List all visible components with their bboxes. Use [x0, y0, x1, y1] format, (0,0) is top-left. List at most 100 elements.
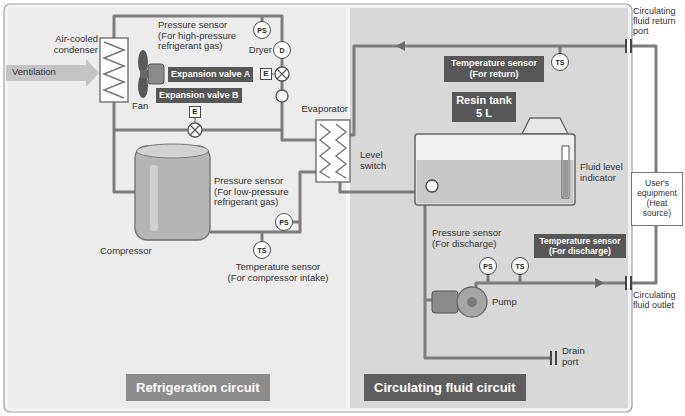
fluid-region-ground — [350, 8, 628, 408]
pump-hub — [467, 297, 477, 307]
sensor-stub — [559, 46, 562, 53]
pump-feed-line — [425, 205, 432, 300]
part-label-holder: Fluid level indicator — [580, 162, 628, 183]
node-text: PS — [257, 27, 266, 34]
condenser-body — [100, 38, 128, 102]
equipment-box: User's equipment (Heat source) — [631, 172, 683, 226]
part-label: Air-cooled condenser — [40, 34, 98, 55]
compressor — [135, 144, 210, 240]
valve-actuator-box: E — [260, 68, 272, 80]
valve-actuator-box: E — [189, 106, 201, 118]
port-label-holder: Circulating fluid return port — [633, 6, 683, 36]
node-text: TS — [258, 247, 267, 254]
compressor-body — [135, 146, 210, 240]
part-label: Pump — [492, 297, 517, 308]
actuator-link — [195, 118, 196, 123]
part-label: Dryer — [244, 45, 272, 56]
part-label-holder: Ventilation — [12, 67, 56, 78]
node-text: Temperature sensor (For discharge) — [537, 236, 623, 256]
callout-label-box: Temperature sensor (For return) — [444, 56, 544, 82]
node-text: Expansion valve B — [159, 90, 239, 101]
sensor-symbol: PS — [275, 213, 293, 231]
part-label: Fluid level indicator — [580, 162, 628, 183]
fan-motor — [148, 64, 164, 84]
pump — [432, 287, 487, 317]
part-label: Evaporator — [288, 104, 348, 115]
level-gauge-fluid — [563, 160, 568, 197]
node-text: TS — [556, 59, 565, 66]
node-text: User's equipment (Heat source) — [635, 179, 679, 218]
sensor-symbol: PS — [479, 257, 497, 275]
sensor-stub — [261, 232, 264, 241]
port-label-holder: Circulating fluid outlet — [633, 290, 683, 310]
sight-glass — [276, 90, 288, 102]
compressor-highlight — [150, 165, 158, 231]
sensor-label-holder: Pressure sensor (For low-pressure refrig… — [214, 176, 296, 208]
region-title: Refrigeration circuit — [126, 374, 270, 401]
part-label: Fan — [132, 101, 148, 112]
flow-arrow — [396, 41, 405, 51]
node-text: PS — [483, 263, 492, 270]
ventilation-arrow — [6, 59, 99, 87]
port-label-holder: Drain port — [562, 346, 596, 367]
node-text: Expansion valve A — [171, 69, 250, 80]
callout-label-box: Temperature sensor (For discharge) — [534, 234, 626, 258]
liquid-line — [114, 16, 316, 140]
node-text: TS — [516, 263, 525, 270]
part-label-holder: Pump — [492, 297, 517, 308]
part-label-holder: Dryer — [244, 45, 272, 56]
node-text: Temperature sensor (For return) — [447, 58, 541, 80]
evaporator-outlet-line — [340, 182, 415, 192]
node-text: Resin tank 5 L — [455, 94, 513, 120]
level-gauge — [562, 146, 569, 198]
part-label-holder: Level switch — [360, 150, 406, 171]
sensor-symbol: D — [273, 41, 291, 59]
valve-cross — [190, 125, 200, 135]
return-port — [626, 39, 631, 53]
node-text: PS — [279, 219, 288, 226]
pump-volute — [457, 287, 487, 317]
region-title: Circulating fluid circuit — [364, 374, 526, 401]
sensor-label: Pressure sensor (For high-pressure refri… — [158, 20, 242, 52]
sensor-symbol: TS — [511, 257, 529, 275]
valve-symbol — [188, 123, 202, 137]
callout-label-box: Expansion valve B — [156, 88, 242, 103]
piping — [114, 16, 656, 358]
part-label: Level switch — [360, 150, 406, 171]
node-text: E — [192, 108, 197, 116]
valve-symbol — [275, 67, 289, 81]
resin-tank — [415, 118, 575, 205]
evaporator-body — [316, 120, 350, 182]
sensor-stub — [519, 275, 522, 283]
part-label-holder: Fan — [132, 101, 148, 112]
node-text: E — [263, 70, 268, 78]
sensor-stub — [487, 275, 490, 283]
pump-motor — [432, 291, 458, 313]
air-cooled-condenser — [100, 38, 128, 102]
sensor-symbol: PS — [253, 21, 271, 39]
outlet-port — [626, 276, 631, 290]
sensor-label: Pressure sensor (For discharge) — [432, 228, 512, 249]
part-label: Compressor — [100, 246, 152, 257]
port-label: Circulating fluid return port — [633, 6, 683, 36]
suction-line — [210, 172, 316, 232]
sensor-label-holder: Pressure sensor (For discharge) — [432, 228, 512, 249]
sensor-label: Pressure sensor (For low-pressure refrig… — [214, 176, 296, 208]
outer-panel — [4, 4, 632, 412]
port-label: Circulating fluid outlet — [633, 290, 683, 310]
compressor-top — [137, 144, 209, 158]
tank-body — [415, 134, 575, 205]
node-text: D — [279, 47, 284, 54]
sensor-symbol: TS — [253, 241, 271, 259]
expansion-valve-a — [275, 67, 289, 81]
discharge-line — [114, 102, 135, 192]
circuit-region: Refrigeration circuit PS D Expansion valve … — [8, 8, 346, 408]
callout-label-box: Resin tank 5 L — [452, 92, 516, 122]
evaporator — [316, 120, 350, 182]
sensor-label: Temperature sensor (For compressor intak… — [226, 262, 330, 283]
sensor-label-holder: Temperature sensor (For compressor intak… — [226, 262, 330, 283]
part-label-holder: Compressor — [100, 246, 152, 257]
drain-port — [551, 351, 556, 365]
circuit-region: Circulating fluid circuit Temperature sen… — [350, 8, 628, 408]
